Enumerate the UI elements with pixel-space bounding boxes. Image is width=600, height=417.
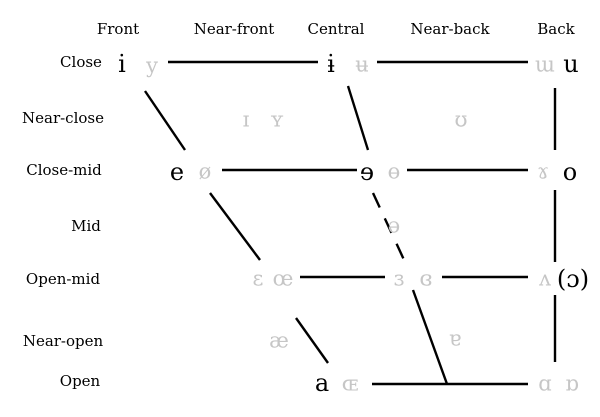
vowel-close-front-unrounded: i [118, 50, 126, 78]
vowel-close-back-rounded: u [563, 50, 579, 78]
vowel-close-mid-back-rounded: o [562, 158, 578, 186]
vowel-open-mid-front-unrounded: ɛ [252, 266, 264, 291]
row-label-close: Close [60, 53, 102, 71]
row-label-open-mid: Open-mid [25, 270, 101, 288]
vowel-mid-central: ə [387, 213, 401, 238]
vowel-close-mid-back-unrounded: ɤ [537, 159, 549, 184]
vowel-open-mid-central-unrounded: ɜ [393, 266, 405, 291]
column-header-front: Front [96, 20, 140, 38]
vowel-close-mid-central-rounded: ɵ [387, 159, 401, 184]
vowel-close-mid-front-unrounded: e [169, 158, 185, 186]
column-header-back: Back [537, 20, 575, 38]
vowel-close-central-rounded: ʉ [355, 52, 369, 77]
vowel-open-mid-back-rounded: (ɔ) [556, 265, 590, 293]
vowel-open-front-unrounded: a [314, 369, 330, 397]
front-edge-bottom [295, 317, 329, 364]
vowel-open-mid-back-unrounded: ʌ [539, 266, 551, 291]
vowel-near-open-front-unrounded: æ [269, 328, 289, 353]
column-header-central: Central [307, 20, 365, 38]
row-label-mid: Mid [71, 217, 101, 235]
vowel-close-mid-front-rounded: ø [198, 159, 212, 184]
vowel-close-back-unrounded: ɯ [535, 52, 555, 77]
column-header-near-back: Near-back [410, 20, 490, 38]
vowel-open-mid-central-rounded: ɞ [419, 266, 433, 291]
front-edge-lower [209, 192, 261, 261]
vowel-open-front-rounded: ɶ [341, 371, 359, 396]
vowel-open-back-rounded: ɒ [565, 371, 579, 396]
vowel-open-mid-front-rounded: œ [272, 266, 294, 291]
central-edge-upper [346, 85, 370, 151]
central-edge-lower [411, 289, 449, 385]
central-edge-mid-dashed [371, 192, 407, 263]
vowel-near-close-front-unrounded: ɪ [242, 107, 250, 132]
vowel-close-central-unrounded: ɨ [327, 50, 335, 78]
vowel-near-open-central: ɐ [448, 326, 462, 351]
row-label-close-mid: Close-mid [26, 161, 102, 179]
vowel-near-close-back-rounded: ʊ [454, 107, 468, 132]
row-label-near-open: Near-open [22, 332, 104, 350]
row-label-near-close: Near-close [22, 109, 104, 127]
row-label-open: Open [59, 372, 101, 390]
vowel-close-front-rounded: y [146, 53, 158, 78]
front-edge-upper [144, 90, 186, 151]
vowel-close-mid-central-unrounded: ɘ [359, 158, 375, 186]
vowel-open-back-unrounded: ɑ [538, 371, 552, 396]
column-header-near-front: Near-front [193, 20, 275, 38]
vowel-near-close-front-rounded: ʏ [270, 107, 284, 132]
